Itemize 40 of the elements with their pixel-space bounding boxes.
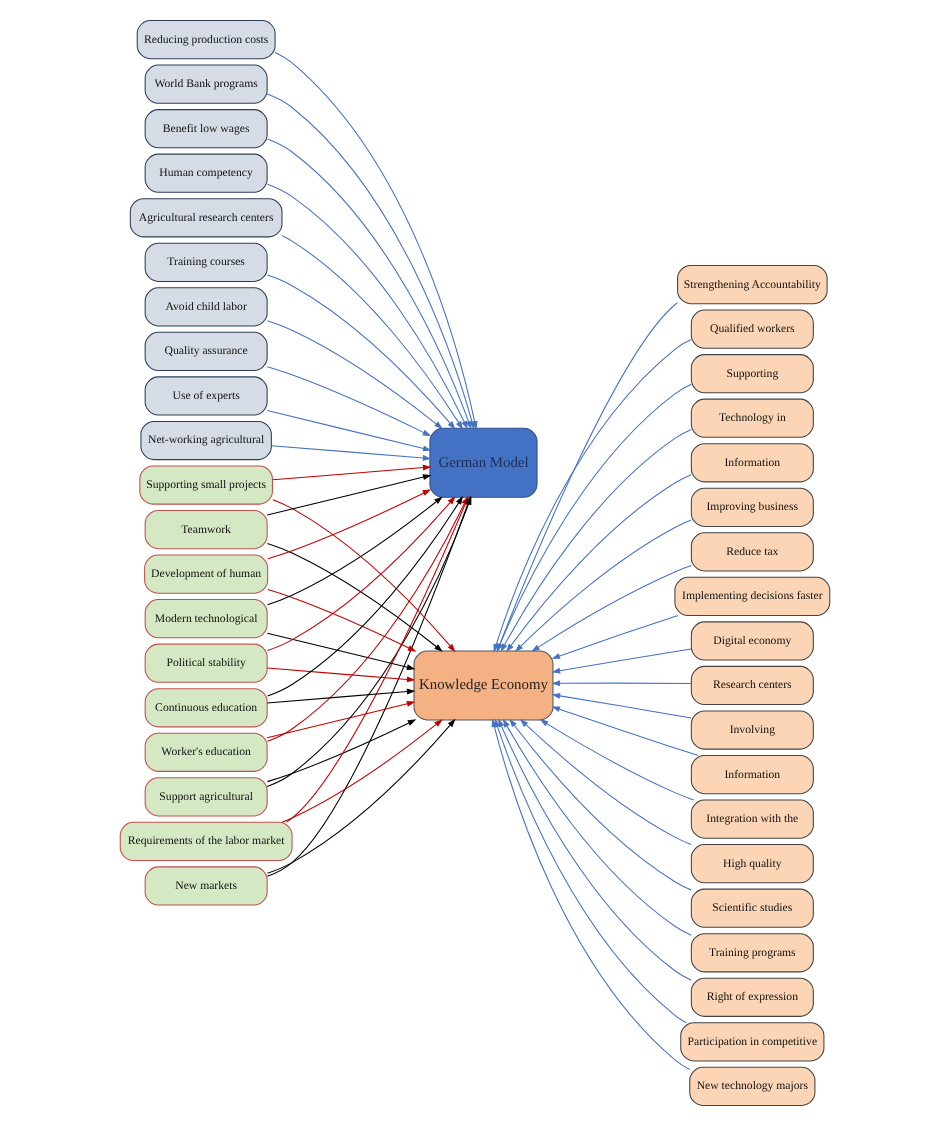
arrow	[550, 615, 678, 659]
arrow	[550, 680, 691, 687]
arrow	[550, 706, 698, 756]
arrow	[265, 700, 415, 739]
arrow	[265, 632, 415, 671]
arrow	[538, 719, 694, 801]
arrow	[505, 474, 691, 653]
arrow	[265, 542, 442, 652]
node-box: German Model	[428, 427, 537, 498]
arrow	[266, 274, 455, 430]
arrow	[266, 718, 455, 874]
arrow	[499, 428, 691, 653]
arrow	[266, 588, 416, 652]
arrow	[265, 667, 415, 683]
node-box: Knowledge Economy	[412, 650, 553, 721]
arrow	[530, 565, 691, 652]
arrow	[265, 496, 442, 606]
arrow	[550, 693, 691, 719]
arrow	[265, 410, 431, 452]
arrow	[501, 718, 691, 936]
arrow	[518, 719, 691, 846]
arrow	[265, 320, 442, 430]
arrow	[265, 474, 431, 516]
arrow	[550, 648, 691, 674]
arrow	[265, 366, 431, 437]
arrow	[495, 302, 678, 653]
arrow	[265, 719, 416, 783]
arrow	[280, 719, 442, 823]
arrow	[513, 519, 691, 653]
arrow	[497, 718, 691, 981]
arrow	[266, 495, 463, 697]
arrow	[508, 718, 691, 891]
arrow	[265, 688, 415, 704]
arrow	[265, 183, 467, 430]
arrow	[269, 445, 431, 461]
arrow	[495, 383, 691, 653]
arrow	[271, 464, 431, 481]
arrow	[266, 489, 431, 560]
arrow	[280, 235, 463, 430]
arrow	[492, 338, 691, 653]
